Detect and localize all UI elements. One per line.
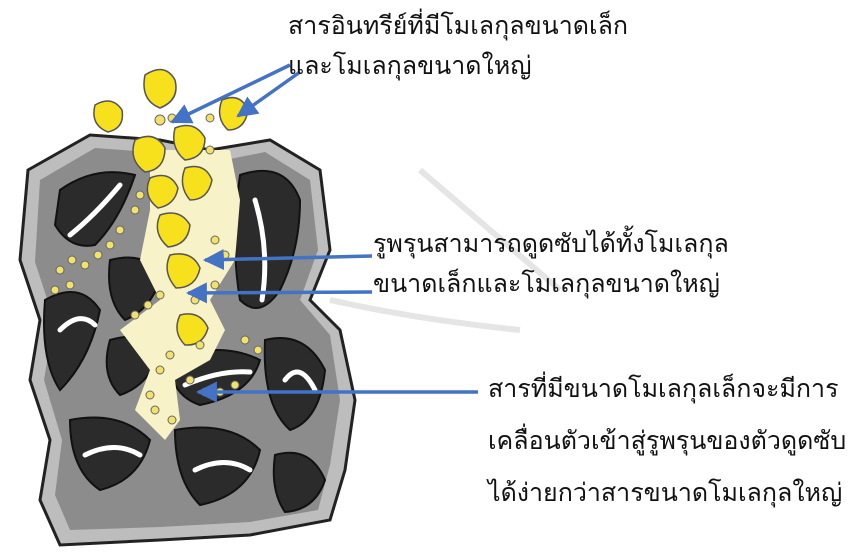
label-pores-line-2: ขนาดเล็กและโมเลกุลขนาดใหญ่ [373,264,729,304]
label-small-line-2: เคลื่อนตัวเข้าสู่รูพรุนของตัวดูดซับ [488,415,846,467]
arrow-to-pore-small [188,292,372,293]
label-small-line-3: ได้ง่ายกว่าสารขนาดโมเลกุลใหญ่ [488,467,846,519]
label-organic-line-2: และโมเลกุลขนาดใหญ่ [288,46,628,86]
label-small-line-1: สารที่มีขนาดโมเลกุลเล็กจะมีการ [488,363,846,415]
label-organic-line-1: สารอินทรีย์ที่มีโมเลกุลขนาดเล็ก [288,6,628,46]
label-pores: รูพรุนสามารถดูดซับได้ทั้งโมเลกุล ขนาดเล็… [373,224,729,304]
label-pores-line-1: รูพรุนสามารถดูดซับได้ทั้งโมเลกุล [373,224,729,264]
label-organic-molecules: สารอินทรีย์ที่มีโมเลกุลขนาดเล็ก และโมเลก… [288,6,628,86]
label-small-molecule-movement: สารที่มีขนาดโมเลกุลเล็กจะมีการ เคลื่อนตั… [488,363,846,519]
